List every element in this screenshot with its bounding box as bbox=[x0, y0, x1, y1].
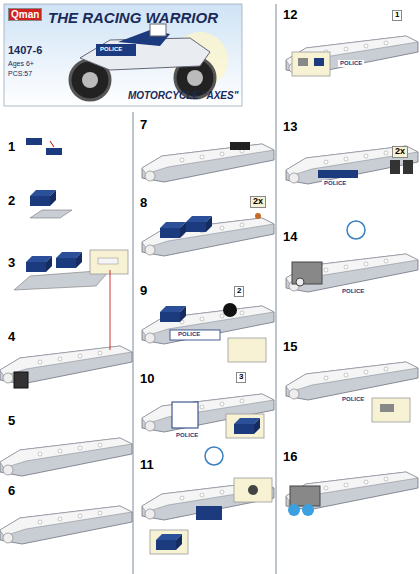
step-number: 4 bbox=[8, 330, 15, 344]
step-number: 7 bbox=[140, 118, 147, 132]
model-name: MOTORCYCLE "AXES" bbox=[128, 90, 238, 101]
step-number: 12 bbox=[283, 8, 297, 22]
callout-number: 3 bbox=[236, 372, 246, 383]
quantity: 2x bbox=[250, 196, 266, 208]
callout-number: 2 bbox=[234, 286, 244, 297]
step-number: 16 bbox=[283, 450, 297, 464]
decal-text: POLICE bbox=[322, 180, 348, 187]
step-number: 6 bbox=[8, 484, 15, 498]
step-number: 3 bbox=[8, 256, 15, 270]
step-number: 1 bbox=[8, 140, 15, 154]
decal-text: POLICE bbox=[100, 46, 122, 53]
step-number: 2 bbox=[8, 194, 15, 208]
step-number: 9 bbox=[140, 284, 147, 298]
step-number: 14 bbox=[283, 230, 297, 244]
step-number: 13 bbox=[283, 120, 297, 134]
callout-number: 1 bbox=[392, 10, 402, 21]
brand-logo: Qman bbox=[8, 8, 42, 21]
title-text: THE RACING WARRIOR bbox=[48, 10, 218, 27]
step-number: 8 bbox=[140, 196, 147, 210]
decal-text: POLICE bbox=[338, 60, 364, 67]
decal-text: POLICE bbox=[340, 396, 366, 403]
step-number: 10 bbox=[140, 372, 154, 386]
quantity: 2x bbox=[392, 146, 408, 158]
piece-count: PCS:57 bbox=[8, 70, 32, 78]
set-number: 1407-6 bbox=[8, 44, 42, 56]
step-number: 5 bbox=[8, 414, 15, 428]
decal-text: POLICE bbox=[340, 288, 366, 295]
decal-text: POLICE bbox=[174, 432, 200, 439]
age-note: Ages 6+ bbox=[8, 60, 34, 68]
step-number: 15 bbox=[283, 340, 297, 354]
decal-text: POLICE bbox=[176, 331, 202, 338]
step-number: 11 bbox=[140, 458, 154, 472]
